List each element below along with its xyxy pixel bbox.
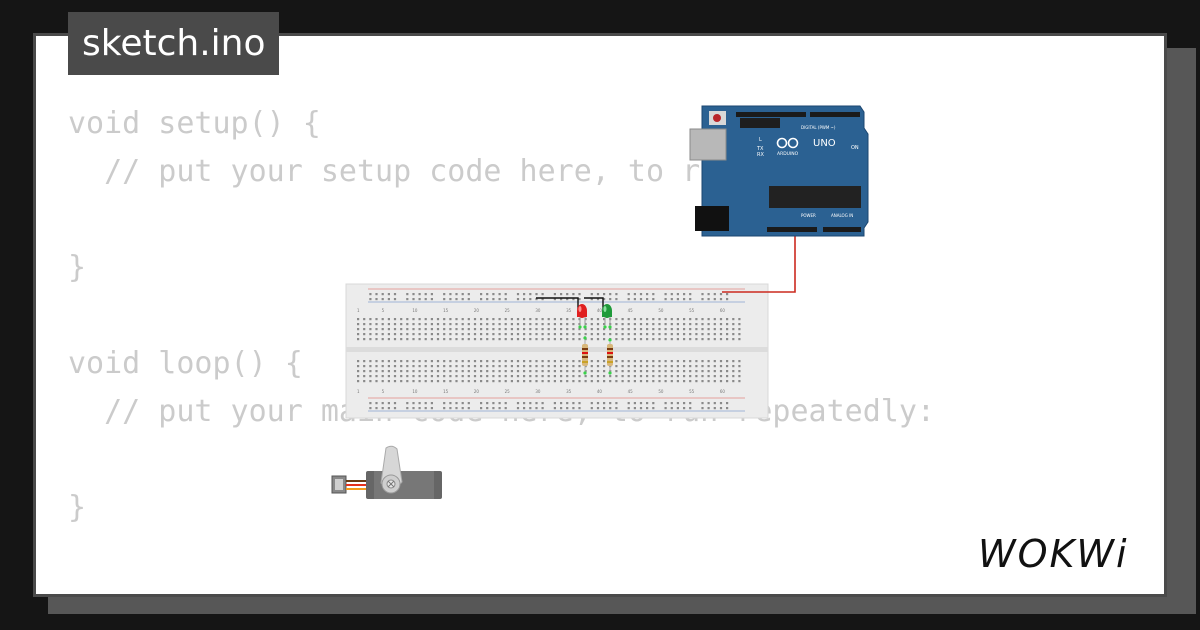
breadboard-column-label: 10: [412, 389, 418, 394]
wokwi-logo-mark: WOKWi: [978, 532, 1129, 576]
tx-led-label: TX: [756, 146, 764, 152]
breadboard-column-label: 60: [720, 308, 726, 313]
breadboard-column-label: 20: [474, 389, 480, 394]
wire-black[interactable]: [536, 297, 579, 309]
breadboard-column-label: 1: [357, 389, 360, 394]
l-led-label: L: [759, 137, 762, 143]
breadboard-column-label: 55: [689, 389, 695, 394]
arduino-uno-board[interactable]: DIGITAL (PWM ~) L TX RX ON UNO ARDUINO P…: [689, 105, 869, 237]
breadboard-column-label: 45: [628, 389, 634, 394]
breadboard-column-label: 35: [566, 308, 572, 313]
wire-red[interactable]: [722, 232, 796, 293]
breadboard-column-label: 55: [689, 308, 695, 313]
breadboard-column-label: 40: [597, 308, 603, 313]
code-line: void setup() {: [68, 106, 321, 141]
breadboard-column-label: 30: [535, 308, 541, 313]
led-green[interactable]: [602, 304, 612, 325]
breadboard-column-label: 35: [566, 389, 572, 394]
rx-led-label: RX: [757, 152, 764, 158]
led-red[interactable]: [577, 304, 587, 325]
wokwi-logo: WOKWi: [976, 525, 1152, 577]
connection-dots: [578, 325, 612, 375]
breadboard[interactable]: 1155101015152020252530303535404045455050…: [345, 283, 769, 419]
breadboard-column-labels: 1155101015152020252530303535404045455050…: [357, 308, 725, 394]
breadboard-column-label: 30: [535, 389, 541, 394]
breadboard-holes: [357, 293, 741, 410]
arduino-infinity-logo: [776, 137, 799, 149]
code-line: void loop() {: [68, 346, 303, 381]
breadboard-column-label: 40: [597, 389, 603, 394]
board-model-label: UNO: [813, 138, 836, 149]
breadboard-column-label: 5: [382, 308, 385, 313]
wokwi-logo-text: WOKWi: [978, 532, 1129, 576]
breadboard-column-label: 60: [720, 389, 726, 394]
file-tab[interactable]: sketch.ino: [68, 12, 280, 75]
breadboard-column-label: 25: [505, 389, 511, 394]
power-header-label: POWER: [801, 213, 816, 218]
breadboard-column-label: 15: [443, 308, 449, 313]
breadboard-column-label: 15: [443, 389, 449, 394]
breadboard-column-label: 25: [505, 308, 511, 313]
breadboard-column-label: 10: [412, 308, 418, 313]
wires: [536, 232, 796, 309]
analog-header-label: ANALOG IN: [831, 213, 853, 218]
code-line: }: [68, 490, 87, 525]
usb-port: [689, 128, 727, 161]
breadboard-column-label: 20: [474, 308, 480, 313]
wire-black[interactable]: [584, 297, 604, 309]
breadboard-column-label: 1: [357, 308, 360, 313]
resistor[interactable]: [607, 342, 613, 374]
breadboard-column-label: 50: [658, 389, 664, 394]
board-brand-label: ARDUINO: [777, 151, 799, 157]
breadboard-column-label: 50: [658, 308, 664, 313]
on-led-label: ON: [851, 145, 859, 151]
breadboard-column-label: 5: [382, 389, 385, 394]
code-line: }: [68, 250, 87, 285]
resistor[interactable]: [582, 336, 588, 374]
power-jack: [695, 206, 729, 231]
digital-header-label: DIGITAL (PWM ~): [801, 125, 836, 130]
microcontroller-chip: [769, 186, 861, 208]
breadboard-column-label: 45: [628, 308, 634, 313]
servo-motor[interactable]: [331, 445, 442, 499]
